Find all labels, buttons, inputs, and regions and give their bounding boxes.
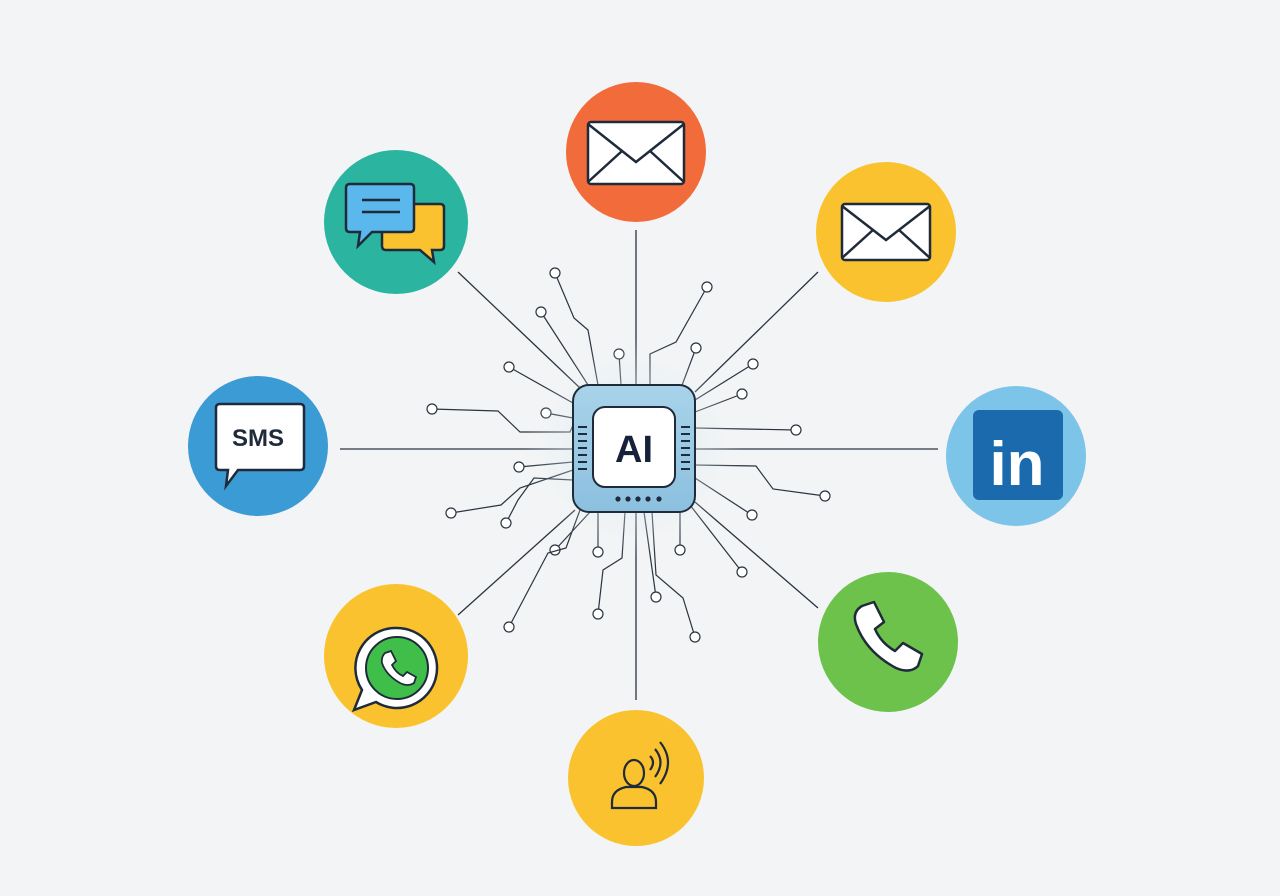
trace-node — [701, 281, 713, 293]
chip-pins — [578, 426, 690, 502]
speaking-person-icon — [610, 741, 670, 810]
linkedin-label: in — [989, 430, 1044, 499]
channel-whatsapp[interactable] — [324, 584, 468, 728]
connector-lines — [340, 230, 938, 700]
ai-chip: AI — [572, 384, 696, 513]
chip-label-plate — [592, 406, 676, 488]
whatsapp-icon — [351, 626, 439, 713]
trace-node — [736, 566, 748, 578]
trace-node — [650, 591, 662, 603]
trace-node — [535, 306, 547, 318]
trace-node — [746, 509, 758, 521]
trace-node — [445, 507, 457, 519]
channel-voice[interactable] — [568, 710, 704, 846]
channel-phone[interactable] — [818, 572, 958, 712]
spoke-email-yellow — [694, 271, 819, 393]
trace-node — [513, 461, 525, 473]
trace-node — [592, 608, 604, 620]
trace-node — [503, 361, 515, 373]
trace-node — [689, 631, 701, 643]
envelope-icon — [840, 202, 932, 262]
phone-handset-icon — [853, 600, 924, 672]
envelope-icon — [586, 120, 686, 186]
trace-node — [549, 267, 561, 279]
channel-email-yellow[interactable] — [816, 162, 956, 302]
ai-label: AI — [615, 429, 653, 471]
trace-node — [747, 358, 759, 370]
sms-label: SMS — [232, 425, 284, 452]
trace-node — [790, 424, 802, 436]
channel-sms[interactable]: SMS — [188, 376, 328, 516]
trace-node — [819, 490, 831, 502]
trace-node — [503, 621, 515, 633]
trace-node — [736, 388, 748, 400]
linkedin-icon: in — [973, 410, 1063, 500]
trace-node — [500, 517, 512, 529]
sms-bubble-icon: SMS — [214, 402, 306, 491]
chat-bubbles-icon — [344, 182, 446, 266]
trace-node — [690, 342, 702, 354]
spoke-whatsapp — [457, 509, 576, 616]
channel-email-orange[interactable] — [566, 82, 706, 222]
channel-linkedin[interactable]: in — [946, 386, 1086, 526]
channel-chat[interactable] — [324, 150, 468, 294]
trace-node — [426, 403, 438, 415]
